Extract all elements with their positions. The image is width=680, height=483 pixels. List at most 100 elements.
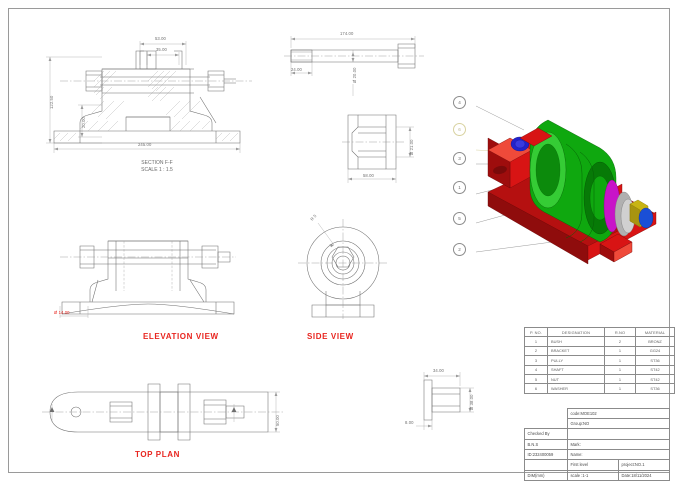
- dim-shaft-diameter: Ø 20.00: [352, 67, 357, 83]
- parts-table: P. NO. DESIGNATION R.NO MATERIAL 1 BUSH …: [524, 326, 675, 394]
- title-group-spacer: [524, 418, 568, 429]
- pulley-view: Ø 21.00 58.00: [338, 105, 443, 200]
- title-row-level: First level project:NO.1: [524, 459, 670, 471]
- dim-section-top-outer: 53.00: [155, 36, 166, 41]
- part-no: 1: [524, 336, 548, 347]
- top-plan-view: 50.00: [38, 382, 288, 444]
- side-view: R 5: [288, 213, 398, 325]
- title-row-author: B.N.S Mark:: [524, 438, 670, 450]
- dim-pulley-diameter: Ø 21.00: [409, 139, 414, 155]
- dim-shaft-length: 174.00: [340, 31, 354, 36]
- title-block-table: code:MOE102 Group:NO Checked By B.N.S Ma…: [524, 407, 670, 481]
- dim-bush-length: 34.00: [433, 368, 444, 373]
- title-scale: scale :1-1: [567, 469, 619, 481]
- part-designation: PULLY: [547, 355, 605, 366]
- balloon-4-number: 4: [458, 100, 461, 105]
- part-rno: 1: [604, 364, 636, 375]
- part-rno: 1: [604, 373, 636, 385]
- section-label-line1: SECTION F-F: [141, 160, 173, 166]
- part-material: ST42: [635, 373, 675, 385]
- shaft-view: 174.00 24.00 Ø 20.00: [278, 28, 433, 103]
- part-no: 3: [524, 355, 548, 366]
- balloon-5[interactable]: 5: [453, 212, 466, 225]
- dim-shaft-thread: 24.00: [291, 67, 302, 72]
- title-code-spacer: [524, 408, 568, 419]
- dim-section-left-height: 122.50: [49, 95, 54, 109]
- title-group: Group:NO: [567, 418, 670, 430]
- dim-top-plan-width: 50.00: [275, 415, 280, 426]
- title-checked-value: [567, 428, 670, 440]
- part-rno: 1: [604, 355, 636, 366]
- dim-section-inner-height: 20.00: [81, 117, 86, 128]
- title-block-area: P. NO. DESIGNATION R.NO MATERIAL 1 BUSH …: [524, 326, 675, 481]
- parts-header-rno: R.NO: [604, 326, 636, 338]
- dim-section-top-inner: 35.00: [156, 47, 167, 52]
- parts-table-header-row: P. NO. DESIGNATION R.NO MATERIAL: [524, 326, 675, 338]
- isometric-model-view: [448, 88, 674, 268]
- title-author-id: ID:232400059: [524, 448, 568, 461]
- balloon-2-number: 2: [458, 247, 461, 252]
- part-designation: WASHER: [547, 383, 605, 394]
- part-rno: 1: [604, 345, 636, 357]
- table-row: 4 SHAFT 1 ST42: [524, 364, 675, 375]
- dim-bush-diameter: Ø 38.00: [469, 394, 474, 410]
- dim-elevation-corner: Ø 14.00: [54, 310, 70, 315]
- title-author-initials: B.N.S: [524, 438, 568, 450]
- title-row-dim: DIM(mm) scale :1-1 Date:18/11/2024: [524, 469, 670, 481]
- part-designation: NUT: [547, 373, 605, 385]
- dim-pulley-width: 58.00: [363, 173, 374, 178]
- balloon-2[interactable]: 2: [453, 243, 466, 256]
- title-project-no: project:NO.1: [618, 459, 670, 471]
- part-no: 2: [524, 345, 548, 357]
- part-designation: SHAFT: [547, 364, 605, 375]
- part-material: ST36: [635, 383, 675, 394]
- part-no: 5: [524, 373, 548, 385]
- balloon-6-number: 6: [458, 127, 461, 132]
- table-row: 5 NUT 1 ST42: [524, 373, 675, 385]
- section-label: SECTION F-F SCALE 1 : 1.5: [122, 160, 192, 174]
- title-date: Date:18/11/2024: [618, 469, 670, 481]
- elevation-view: Ø 14.00: [54, 228, 238, 323]
- balloon-4[interactable]: 4: [453, 96, 466, 109]
- balloon-6[interactable]: 6: [453, 123, 466, 136]
- title-row-code: code:MOE102: [524, 407, 670, 420]
- balloon-1-number: 1: [458, 185, 461, 190]
- parts-header-material: MATERIAL: [635, 326, 675, 338]
- title-code: code:MOE102: [567, 407, 670, 420]
- part-no: 4: [524, 364, 548, 375]
- elevation-view-label: ELEVATION VIEW: [143, 332, 219, 341]
- parts-header-designation: DESIGNATION: [547, 326, 605, 338]
- title-row-id: ID:232400059 Name:: [524, 448, 670, 461]
- balloon-1[interactable]: 1: [453, 181, 466, 194]
- part-rno: 2: [604, 336, 636, 347]
- title-row-checked: Checked By: [524, 428, 670, 440]
- title-mark: Mark:: [567, 438, 670, 450]
- side-view-label: SIDE VIEW: [307, 332, 354, 341]
- part-designation: BRACKET: [547, 345, 605, 357]
- table-row: 1 BUSH 2 BRONZ: [524, 336, 675, 347]
- part-material: GG24: [635, 345, 675, 357]
- table-row: 6 WASHER 1 ST36: [524, 383, 675, 394]
- part-designation: BUSH: [547, 336, 605, 347]
- part-material: ST42: [635, 364, 675, 375]
- parts-header-pno: P. NO.: [524, 326, 548, 338]
- dim-section-bottom-width: 245.00: [138, 142, 152, 147]
- title-row-group: Group:NO: [524, 418, 670, 430]
- part-material: ST36: [635, 355, 675, 366]
- title-first-level: First level: [567, 459, 619, 471]
- table-row: 3 PULLY 1 ST36: [524, 355, 675, 366]
- title-level-spacer: [524, 459, 568, 471]
- title-checked-by: Checked By: [524, 428, 568, 440]
- title-name: Name:: [567, 448, 670, 461]
- top-plan-label: TOP PLAN: [135, 450, 180, 459]
- balloon-5-number: 5: [458, 216, 461, 221]
- sheet-border: [8, 8, 670, 473]
- part-rno: 1: [604, 383, 636, 394]
- section-label-line2: SCALE 1 : 1.5: [141, 166, 173, 173]
- section-view-f-f: 53.00 35.00 122.50 20.00 245.00: [40, 25, 270, 175]
- title-dim-units: DIM(mm): [524, 469, 568, 481]
- table-row: 2 BRACKET 1 GG24: [524, 345, 675, 357]
- balloon-3[interactable]: 3: [453, 152, 466, 165]
- part-material: BRONZ: [635, 336, 675, 347]
